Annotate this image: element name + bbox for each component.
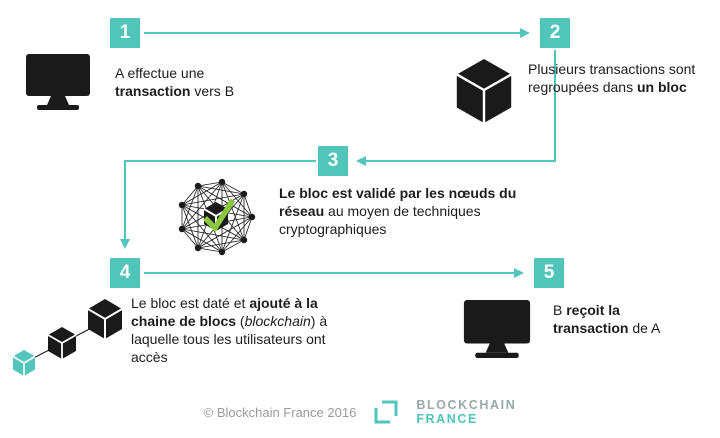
cube-icon xyxy=(452,57,516,125)
wordmark-line1: BLOCKCHAIN xyxy=(416,398,517,412)
step-4-text: Le bloc est daté et ajouté à la chaine d… xyxy=(131,295,328,365)
step-1-text: A effectue une transaction vers B xyxy=(115,65,235,99)
step-2-badge: 2 xyxy=(540,18,570,48)
monitor-icon xyxy=(25,53,91,111)
step-5-badge: 5 xyxy=(534,258,564,288)
blockchain-cubes-icon xyxy=(10,295,128,380)
step-3-badge: 3 xyxy=(318,146,348,176)
blockchain-france-logo-icon xyxy=(372,398,400,426)
blockchain-france-wordmark: BLOCKCHAIN FRANCE xyxy=(416,398,516,426)
step-2-text: Plusieurs transactions sont regroupées d… xyxy=(528,61,696,95)
wordmark-line2: FRANCE xyxy=(416,412,478,426)
step-3-text: Le bloc est validé par les nœuds du rése… xyxy=(279,185,517,237)
step-4-badge: 4 xyxy=(110,258,140,288)
footer: © Blockchain France 2016 BLOCKCHAIN FRAN… xyxy=(0,395,720,429)
step-1-badge: 1 xyxy=(110,18,140,48)
network-validation-icon xyxy=(176,177,256,257)
monitor-icon xyxy=(462,299,532,359)
step-5-text: B reçoit la transaction de A xyxy=(553,302,661,336)
copyright-text: © Blockchain France 2016 xyxy=(203,404,357,420)
